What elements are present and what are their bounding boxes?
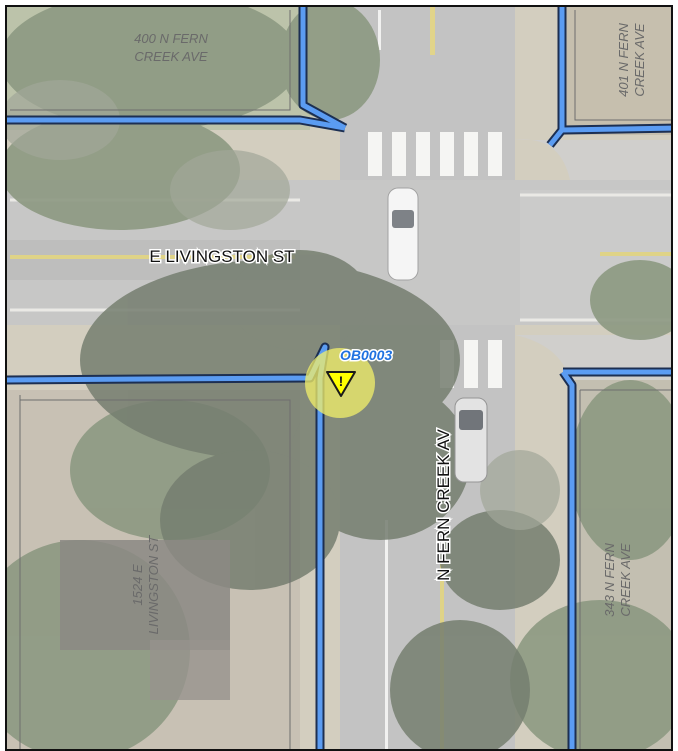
car bbox=[387, 187, 419, 281]
parcel-lines bbox=[10, 10, 672, 750]
street-label-n-fern-creek-av: N FERN CREEK AV bbox=[433, 427, 455, 582]
svg-text:343 N FERN: 343 N FERN bbox=[602, 543, 617, 617]
svg-text:401 N FERN: 401 N FERN bbox=[616, 23, 631, 97]
svg-text:LIVINGSTON ST: LIVINGSTON ST bbox=[146, 535, 161, 635]
obstruction-marker-label: OB0003 bbox=[340, 347, 392, 363]
svg-text:CREEK AVE: CREEK AVE bbox=[632, 23, 647, 97]
map-frame bbox=[5, 5, 673, 751]
svg-text:CREEK AVE: CREEK AVE bbox=[134, 49, 208, 64]
parcel-label-343-n-fern-creek-ave: 343 N FERN CREEK AVE bbox=[602, 543, 633, 617]
svg-text:!: ! bbox=[339, 373, 344, 389]
svg-text:1524 E: 1524 E bbox=[130, 564, 145, 606]
obstruction-marker[interactable]: ! bbox=[305, 348, 375, 418]
street-label-e-livingston-st: E LIVINGSTON ST bbox=[148, 246, 296, 268]
svg-text:N FERN CREEK AV: N FERN CREEK AV bbox=[434, 428, 453, 580]
svg-text:CREEK AVE: CREEK AVE bbox=[618, 543, 633, 617]
warning-triangle-icon: ! bbox=[326, 371, 356, 397]
car bbox=[454, 397, 488, 483]
parcel-label-1524-e-livingston-st: 1524 E LIVINGSTON ST bbox=[130, 535, 161, 635]
svg-text:E LIVINGSTON ST: E LIVINGSTON ST bbox=[149, 247, 294, 266]
svg-text:400 N FERN: 400 N FERN bbox=[134, 31, 208, 46]
parcel-label-401-n-fern-creek-ave: 401 N FERN CREEK AVE bbox=[616, 23, 647, 97]
parcel-label-400-n-fern-creek-ave: 400 N FERN CREEK AVE bbox=[134, 31, 208, 64]
